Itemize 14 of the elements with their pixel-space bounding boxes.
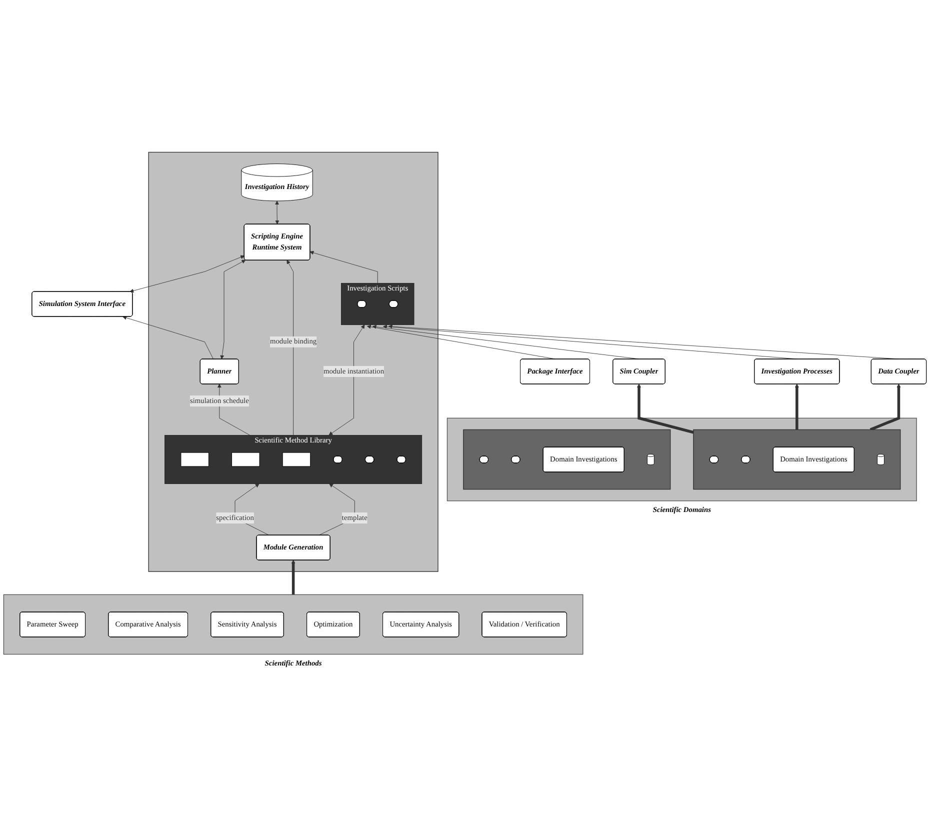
arrow [636,384,694,434]
cluster [148,152,438,572]
arrow [870,384,901,431]
arrow [291,560,296,595]
node-box [282,452,311,467]
node-box [180,452,209,467]
arrow [794,384,799,430]
cluster [446,418,917,502]
cluster [693,429,901,490]
cluster [463,429,671,490]
node-box [232,452,260,467]
node-cylinder [877,454,884,466]
cluster [3,594,584,655]
node-cylinder [647,454,654,466]
